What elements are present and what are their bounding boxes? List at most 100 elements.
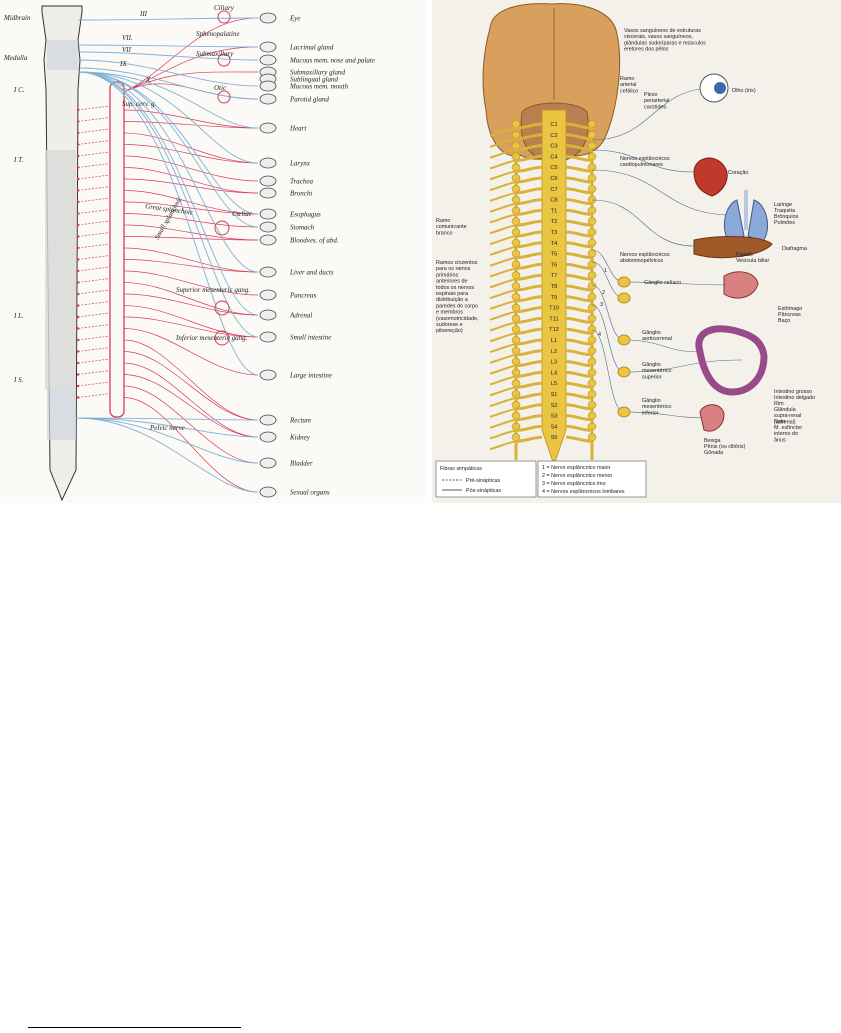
label-rim: Rim [774, 401, 784, 407]
sistema-simpatico-diagram: C1C2C3C4C5C6C7C8T1T2T3T4T5T6T7T8T9T10T11… [435, 3, 815, 498]
preganglionic-fiber [77, 128, 111, 134]
label-gonada: Gônada [704, 450, 723, 456]
postganglionic-fiber [123, 155, 259, 182]
spinal-nerve-left [515, 122, 543, 130]
label-cervical: I C. [13, 86, 25, 94]
postganglionic-fiber [123, 362, 259, 438]
label-vesicula: Vesícula biliar [736, 258, 769, 264]
preganglionic-fiber [77, 151, 111, 157]
label-reto: Reto [774, 419, 785, 425]
organ-icon [259, 122, 277, 134]
cord-cell [76, 246, 80, 250]
gray-ramus [489, 353, 517, 364]
label-diafragma: Diafragma [782, 246, 807, 252]
gray-ramus [489, 181, 517, 191]
spinal-nerve-left [515, 241, 543, 249]
spinal-nerve-left [515, 198, 543, 206]
vertebra-label: C7 [550, 187, 557, 193]
spinal-nerve-left [515, 414, 543, 422]
preganglionic-fiber [77, 324, 111, 329]
label-intestino_grosso: Intestino grosso [774, 389, 812, 395]
spinal-nerve-left [515, 338, 543, 346]
organ-icon [259, 266, 277, 278]
cranial-parasympathetic [77, 17, 259, 21]
vertebra-label: L4 [551, 370, 557, 376]
spinal-nerve-right [565, 208, 593, 216]
organ-icon [259, 12, 277, 24]
gray-ramus [489, 148, 517, 159]
vertebra-label: T9 [551, 295, 558, 301]
gray-ramus [489, 256, 517, 267]
visceral-fiber [623, 359, 743, 373]
pelvic-branch [75, 417, 259, 464]
cord-cell [76, 189, 80, 192]
spinal-nerve-left [515, 403, 543, 411]
gray-ramus [489, 440, 517, 451]
vagus-branch [77, 71, 259, 316]
spinal-nerve-right [565, 414, 593, 422]
pelvic-branch [75, 417, 259, 421]
spinal-nerve-left [515, 208, 543, 216]
organ-label: Parotid gland [289, 96, 329, 104]
cord-cell [76, 131, 80, 135]
spinal-nerve-right [565, 241, 593, 249]
legend-nerves-box [537, 460, 647, 498]
spinal-nerve-left [515, 187, 543, 195]
postganglionic-fiber [123, 247, 259, 273]
footnote-rule [28, 1027, 241, 1028]
label-bexiga: Bexiga [704, 438, 720, 444]
organ-label: Rectum [289, 417, 311, 425]
vertebra-label: T7 [551, 273, 558, 279]
label-midbrain: Midbrain [3, 14, 31, 22]
postganglionic-fiber [123, 339, 259, 421]
label-nerve-vii-a: VII. [122, 34, 133, 42]
pelvic-branch [75, 417, 259, 493]
vagus-branch [77, 71, 259, 129]
organ-label: Bladder [290, 460, 313, 468]
vertebra-label: T1 [551, 208, 558, 214]
cord-cell [76, 361, 80, 365]
spinal-nerve-right [565, 295, 593, 303]
vertebra-label: C5 [550, 165, 557, 171]
stomach-organ [723, 271, 759, 299]
cranial-parasympathetic [77, 67, 259, 100]
cord-cell [76, 258, 80, 261]
label-coracao: Coração [728, 170, 748, 176]
ganglio-aorticorrenal [617, 334, 631, 346]
pelvic-branch [75, 417, 259, 438]
gray-ramus [489, 429, 517, 440]
organ-icon [259, 369, 277, 381]
label-nerve-ix: IX [119, 60, 127, 68]
submaxillary-ganglion [217, 53, 231, 67]
spinal-nerve-right [565, 327, 593, 335]
coeliac-ganglion [214, 220, 230, 236]
vertebra-labels: C1C2C3C4C5C6C7C8T1T2T3T4T5T6T7T8T9T10T11… [549, 122, 559, 441]
label-traqueia: Traquéia [774, 208, 795, 214]
visceral-fiber [623, 281, 733, 286]
spinal-nerve-right [565, 338, 593, 346]
spinal-nerve-right [565, 219, 593, 227]
gray-ramus [489, 321, 517, 332]
visceral-fiber [591, 199, 695, 247]
spinal-nerve-right [565, 198, 593, 206]
vertebra-label: S1 [551, 392, 558, 398]
label-ciliary: Ciliary [214, 4, 235, 12]
preganglionic-fiber [77, 220, 111, 226]
label-nerve-iii: III [139, 10, 148, 18]
spinal-nerve-left [515, 252, 543, 260]
cord-cell [76, 177, 80, 181]
preganglionic-fiber [77, 163, 111, 168]
organ-icon [259, 331, 277, 343]
cord-cell [76, 327, 80, 330]
label-n3: 3 [600, 302, 603, 308]
vertebra-label: C1 [550, 122, 557, 128]
cord-cell [76, 166, 80, 169]
spinal-nerve-right [565, 133, 593, 141]
organ-icon [259, 431, 277, 443]
